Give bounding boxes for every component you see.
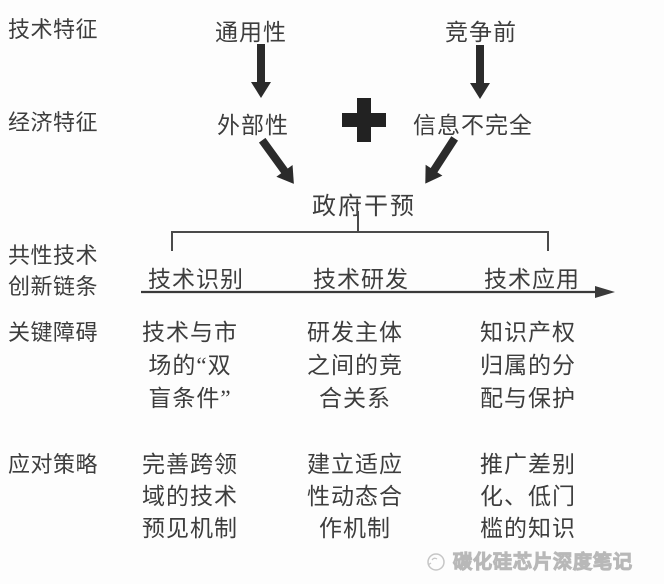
row-label-chain: 共性技术 创新链条 (8, 243, 99, 299)
down-arrow-icon (251, 44, 271, 98)
bracket-right-tick (547, 231, 549, 251)
node-incomplete-information: 信息不完全 (413, 113, 533, 138)
bracket-left-tick (171, 231, 173, 251)
bracket-horizontal-line (171, 231, 549, 233)
bracket-stub-line (357, 211, 359, 232)
stage-rnd: 技术研发 (313, 267, 409, 292)
timeline-arrow-icon (141, 286, 615, 298)
row-label-economic: 经济特征 (8, 110, 99, 135)
obstacle-application: 知识产权 归属的分 配与保护 (480, 320, 576, 411)
watermark: 碳化硅芯片深度笔记 (424, 547, 633, 574)
plus-icon (342, 98, 386, 142)
diagonal-arrow-icon (425, 136, 459, 184)
down-arrow-icon (470, 45, 490, 99)
watermark-logo-icon (427, 552, 445, 571)
stage-identification: 技术识别 (148, 267, 244, 292)
diagonal-arrow-icon (258, 137, 294, 184)
watermark-text: 碳化硅芯片深度笔记 (452, 552, 634, 574)
obstacle-identification: 技术与市 场的“双 盲条件” (142, 320, 238, 411)
strategy-rnd: 建立适应 性动态合 作机制 (307, 452, 403, 541)
row-label-obstacles: 关键障碍 (8, 320, 99, 345)
row-label-technical: 技术特征 (8, 17, 99, 42)
stage-application: 技术应用 (484, 267, 580, 292)
obstacle-rnd: 研发主体 之间的竞 合关系 (307, 320, 403, 411)
row-label-strategies: 应对策略 (8, 452, 99, 477)
strategy-application: 推广差别 化、低门 槛的知识 (480, 452, 576, 541)
node-precompetitive: 竞争前 (445, 20, 517, 45)
node-externality: 外部性 (217, 113, 289, 138)
node-government-intervention: 政府干预 (312, 194, 416, 220)
node-generality: 通用性 (215, 20, 287, 45)
strategy-identification: 完善跨领 域的技术 预见机制 (142, 452, 238, 541)
